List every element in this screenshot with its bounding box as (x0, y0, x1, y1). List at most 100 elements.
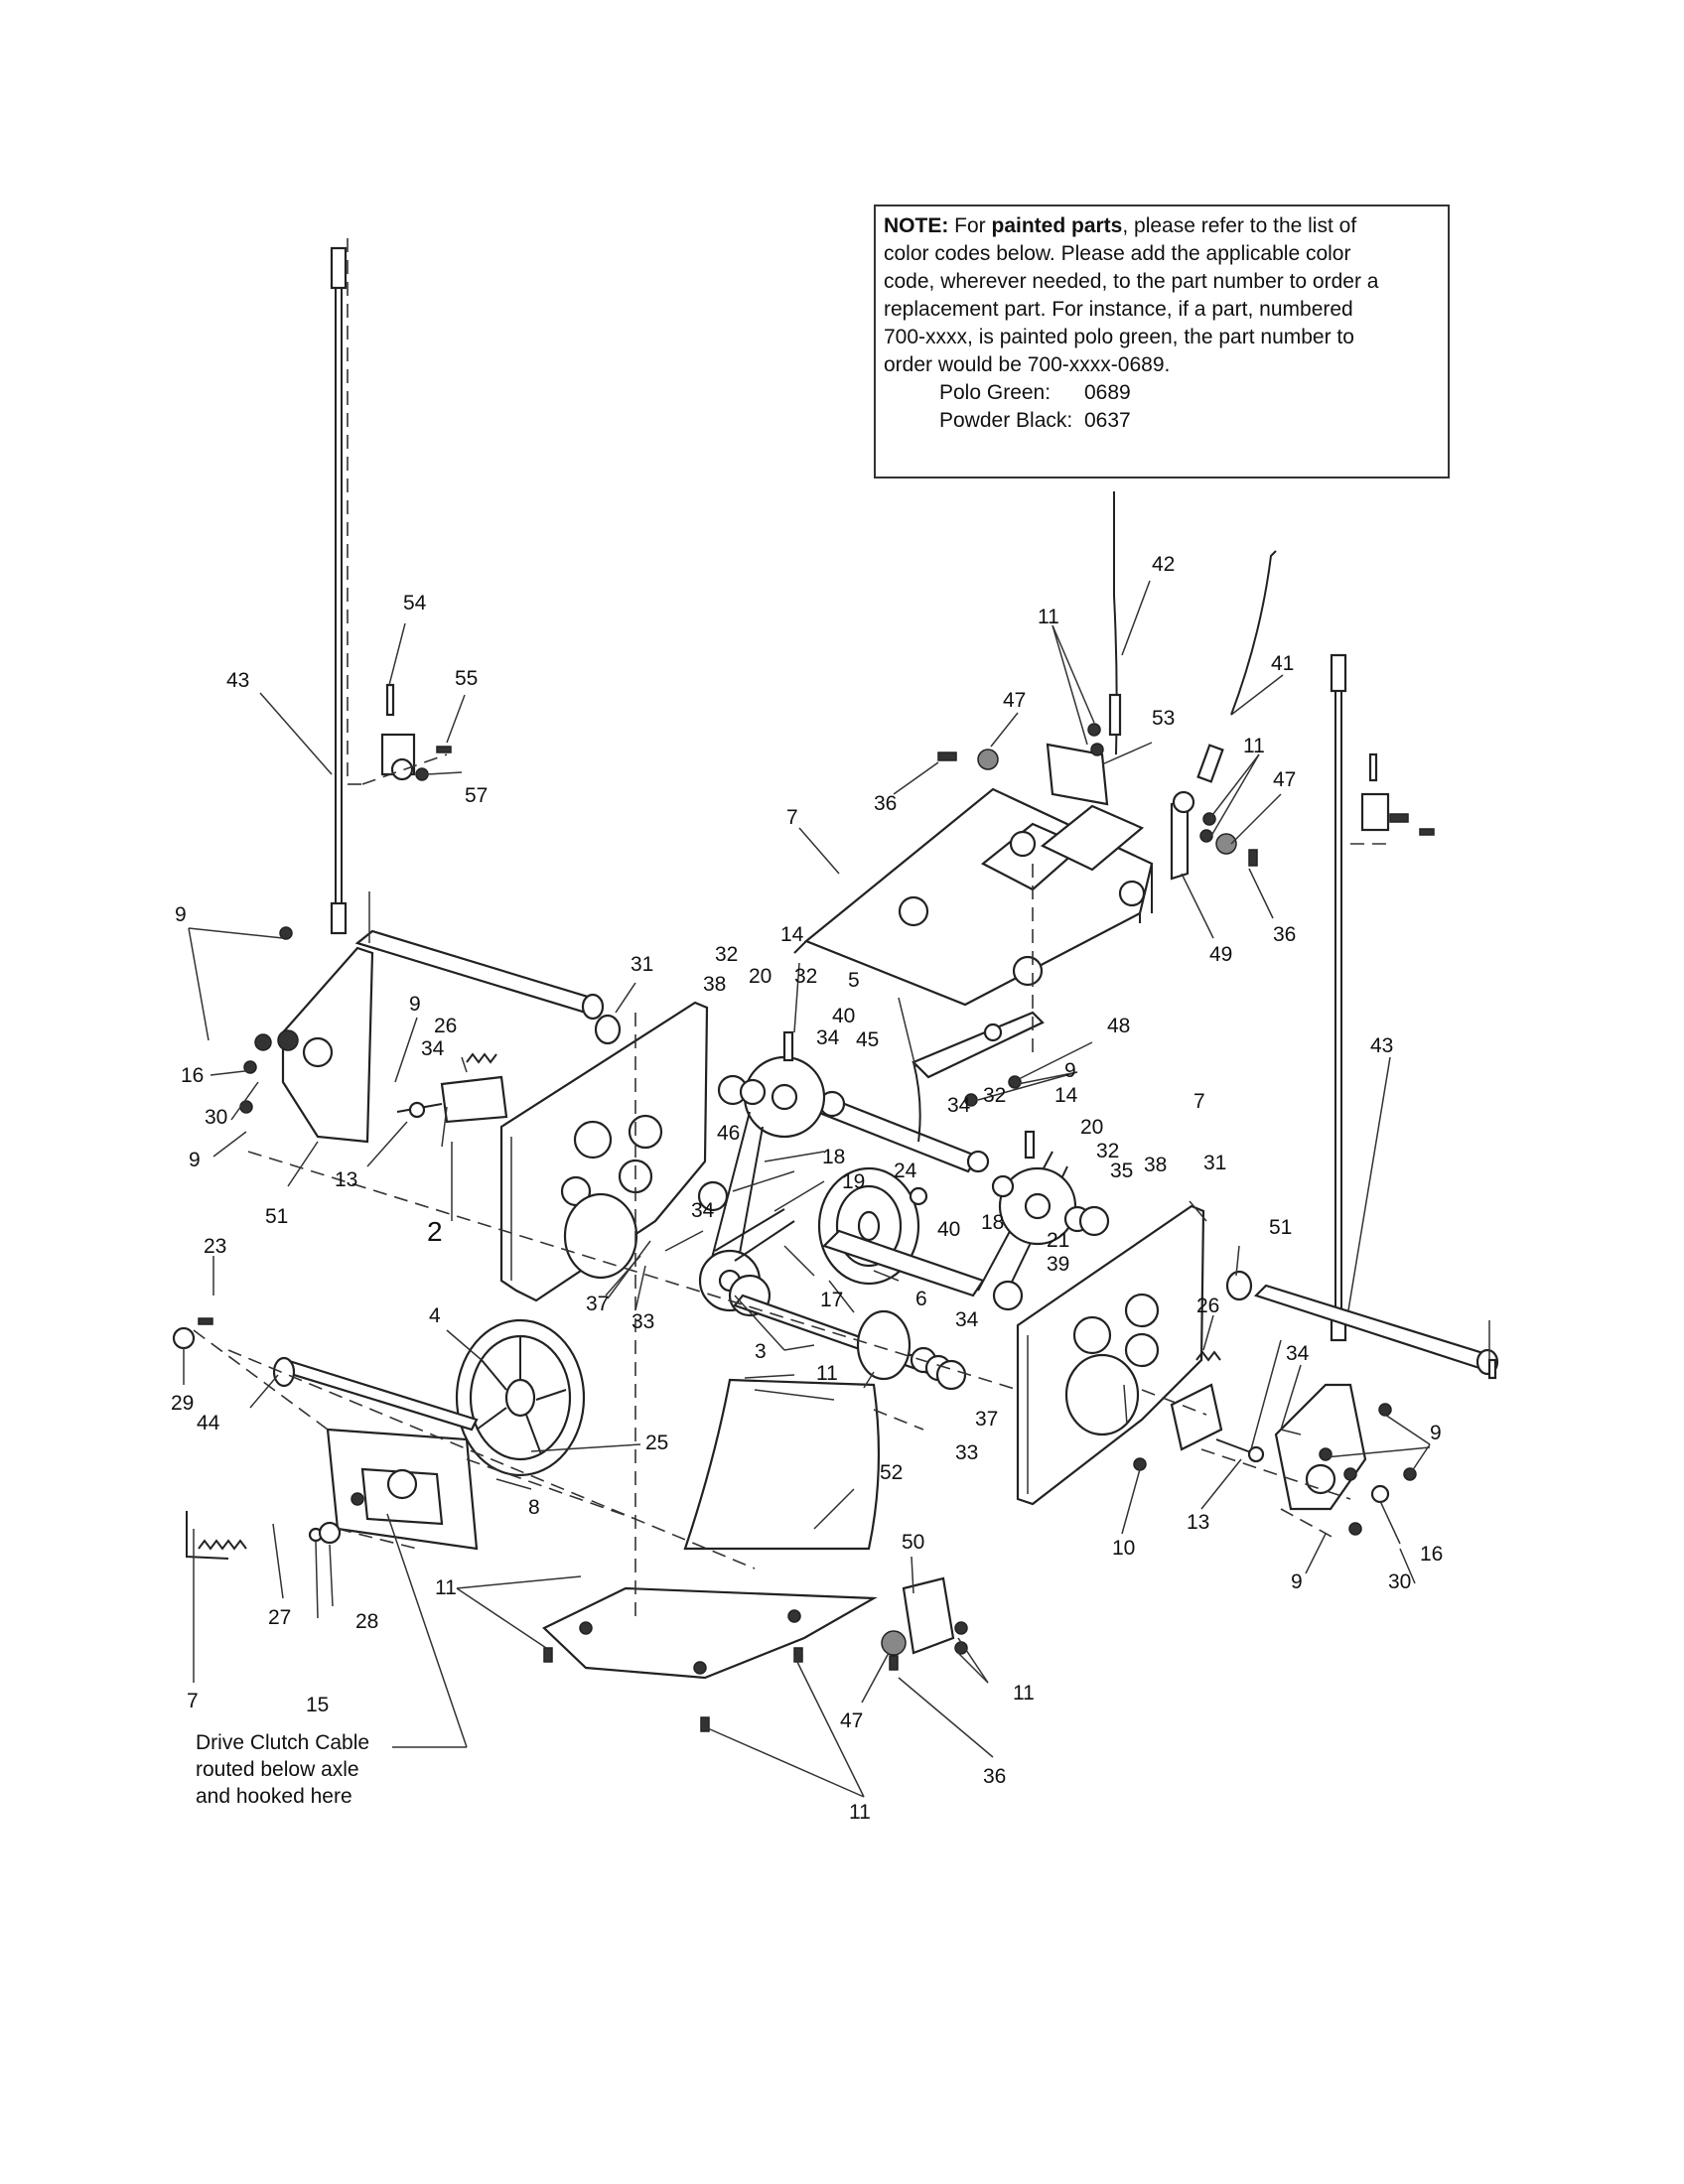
callout-20-right: 20 (1080, 1116, 1103, 1139)
callout-8: 8 (528, 1496, 540, 1519)
callout-34-d: 34 (955, 1308, 979, 1331)
callout-30-right: 30 (1388, 1570, 1411, 1593)
clutch-spring-bracket (186, 1511, 342, 1560)
assembly-guide-lines (193, 864, 1351, 1618)
callout-34-left: 34 (421, 1037, 445, 1060)
callout-10: 10 (1112, 1537, 1135, 1560)
callout-9-c: 9 (409, 993, 421, 1016)
bottom-plate (542, 1586, 878, 1732)
callout-9-a: 9 (175, 903, 187, 926)
callout-33-right: 33 (955, 1441, 978, 1464)
callout-9-e: 9 (1430, 1422, 1442, 1444)
callout-9-d: 9 (1064, 1059, 1076, 1082)
callout-15: 15 (306, 1694, 329, 1716)
color-code-row: Powder Black: 0637 (939, 409, 1131, 432)
callout-3: 3 (755, 1340, 767, 1363)
callout-36-bottom: 36 (983, 1765, 1006, 1788)
callout-40-b: 40 (937, 1218, 960, 1241)
drive-wheel (455, 1318, 586, 1477)
right-gear-housing (1274, 1383, 1417, 1536)
callout-32-a: 32 (715, 943, 738, 966)
callout-7-bottom: 7 (187, 1690, 199, 1712)
callout-29: 29 (171, 1392, 194, 1415)
callout-44: 44 (197, 1412, 220, 1434)
callout-48: 48 (1107, 1015, 1130, 1037)
callout-18-a: 18 (822, 1146, 845, 1168)
callout-34-a: 34 (816, 1026, 840, 1049)
callout-30-left: 30 (205, 1106, 227, 1129)
callout-23: 23 (204, 1235, 226, 1258)
callout-21: 21 (1047, 1229, 1069, 1252)
callout-41: 41 (1271, 652, 1294, 675)
drive-clutch-cable-caption: Drive Clutch Cable routed below axle and… (196, 1731, 370, 1808)
note-line-6: order would be 700-xxxx-0689. (884, 353, 1171, 376)
left-gear-housing (239, 926, 374, 1144)
callout-43-left: 43 (226, 669, 249, 692)
callout-38-left: 38 (703, 973, 726, 996)
callout-37-left: 37 (586, 1293, 609, 1315)
note-line-4: replacement part. For instance, if a par… (884, 298, 1353, 321)
callout-49: 49 (1209, 943, 1232, 966)
callout-32-d: 32 (1096, 1140, 1119, 1162)
callout-6: 6 (915, 1288, 927, 1310)
callout-32-c: 32 (983, 1084, 1006, 1107)
right-shift-bracket (1360, 752, 1435, 836)
lower-cover-plate (326, 1428, 479, 1551)
callout-7-right: 7 (1193, 1090, 1205, 1113)
callout-51-right: 51 (1269, 1216, 1292, 1239)
callout-43-right: 43 (1370, 1034, 1393, 1057)
callout-18-b: 18 (981, 1211, 1004, 1234)
callout-16-right: 16 (1420, 1543, 1443, 1566)
callout-11-a: 11 (816, 1362, 838, 1385)
callout-57: 57 (465, 784, 488, 807)
callout-2: 2 (427, 1216, 443, 1247)
chute-bracket (881, 1576, 968, 1671)
callout-45: 45 (856, 1028, 879, 1051)
note-line-5: 700-xxxx, is painted polo green, the par… (884, 326, 1354, 348)
callout-9-f: 9 (1291, 1570, 1303, 1593)
lower-shroud (683, 1378, 881, 1551)
left-shift-bracket (361, 683, 452, 785)
left-idler-linkage (396, 1052, 508, 1124)
callout-35: 35 (1110, 1160, 1133, 1182)
callout-34-c: 34 (947, 1094, 971, 1117)
color-code-row: Polo Green: 0689 (939, 381, 1131, 404)
callout-40-a: 40 (832, 1005, 855, 1027)
callout-24: 24 (894, 1160, 917, 1182)
right-shift-rod (1330, 653, 1390, 1342)
callout-47-right: 47 (1273, 768, 1296, 791)
callout-27: 27 (268, 1606, 291, 1629)
callout-39: 39 (1047, 1253, 1069, 1276)
callout-25: 25 (645, 1432, 668, 1454)
callout-38-right: 38 (1144, 1154, 1167, 1176)
callout-47-bottom: 47 (840, 1709, 863, 1732)
top-left-bracket (937, 723, 1109, 806)
left-frame-plate (499, 1001, 709, 1302)
lower-left-shaft (172, 1317, 479, 1432)
note-line-2: color codes below. Please add the applic… (884, 242, 1351, 265)
callout-11-d: 11 (1013, 1682, 1035, 1705)
callout-36-right: 36 (1273, 923, 1296, 946)
callout-16-left: 16 (181, 1064, 204, 1087)
friction-wheel (714, 1166, 985, 1297)
callout-55: 55 (455, 667, 478, 690)
top-cover-plate (793, 787, 1154, 1007)
callout-37-right: 37 (975, 1408, 998, 1431)
upper-left-shaft (354, 891, 622, 1045)
callout-36-top: 36 (874, 792, 897, 815)
callout-26-left: 26 (434, 1015, 457, 1037)
callout-7-top: 7 (786, 806, 798, 829)
callout-14-right: 14 (1054, 1084, 1078, 1107)
callout-20-left: 20 (749, 965, 772, 988)
callout-13-left: 13 (335, 1168, 357, 1191)
lower-axle (733, 1294, 967, 1391)
callout-47-top: 47 (1003, 689, 1026, 712)
callout-34-b: 34 (691, 1199, 715, 1222)
leader-lines (183, 580, 1431, 1798)
callout-11-f: 11 (1243, 735, 1265, 757)
control-cables (1108, 491, 1277, 783)
callout-26-right: 26 (1196, 1295, 1219, 1317)
callout-53: 53 (1152, 707, 1175, 730)
